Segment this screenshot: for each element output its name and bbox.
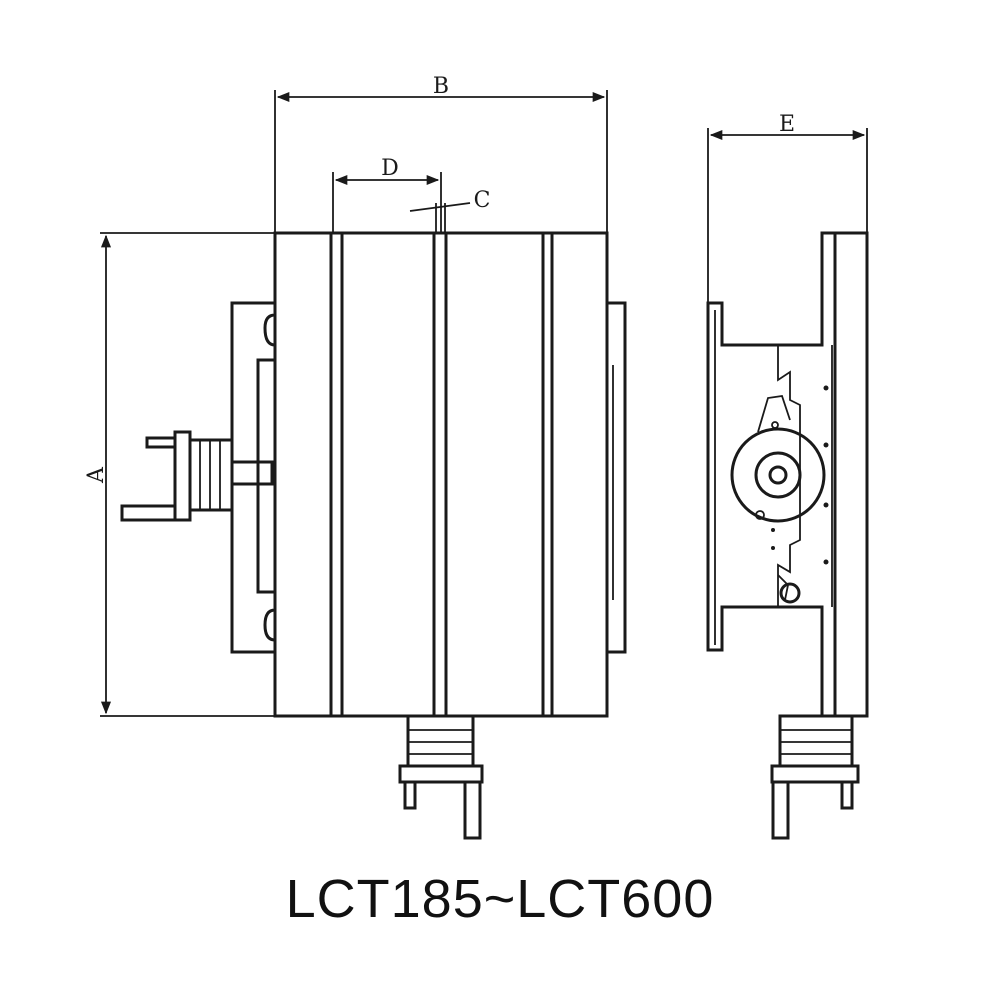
dim-b-label: B bbox=[433, 74, 449, 99]
drum-arm bbox=[757, 395, 791, 433]
left-inner-plate bbox=[256, 358, 277, 594]
mount-hole bbox=[823, 442, 829, 448]
drum-housing bbox=[777, 345, 801, 607]
mount-hole bbox=[771, 528, 775, 532]
mount-hole bbox=[771, 546, 775, 550]
ratchet-pawl bbox=[777, 574, 789, 601]
left-pin-short bbox=[145, 436, 177, 449]
dim-e-label: E bbox=[779, 112, 795, 137]
right-flange bbox=[605, 301, 627, 654]
drum-pivot bbox=[771, 421, 779, 429]
dim-d-label: D bbox=[381, 156, 399, 181]
side-view: E bbox=[706, 112, 869, 840]
side-back-plate bbox=[833, 231, 869, 718]
bottom-pin-long bbox=[463, 780, 482, 840]
left-connector-cap bbox=[173, 430, 192, 522]
side-pin-long bbox=[771, 780, 790, 840]
drum-outer bbox=[730, 427, 826, 523]
bottom-pin-short bbox=[403, 780, 417, 810]
dim-c-line bbox=[409, 202, 471, 212]
mount-hole bbox=[823, 385, 829, 391]
mount-hole bbox=[823, 559, 829, 565]
model-caption: LCT185~LCT600 bbox=[285, 869, 715, 929]
dim-c-label: C bbox=[474, 188, 491, 213]
ratchet-wheel bbox=[779, 582, 801, 604]
side-pin-short bbox=[840, 780, 854, 810]
drum-mid bbox=[754, 451, 802, 499]
left-connector-body bbox=[188, 438, 234, 512]
left-pin-long bbox=[120, 504, 177, 522]
drum-center bbox=[768, 465, 788, 485]
drum-bolt bbox=[755, 510, 765, 520]
side-connector-cap bbox=[770, 764, 860, 784]
bottom-connector-cap bbox=[398, 764, 484, 784]
front-body bbox=[273, 231, 609, 718]
bottom-connector-body bbox=[406, 714, 475, 768]
mount-hole bbox=[823, 502, 829, 508]
left-plate bbox=[230, 301, 277, 654]
front-view: A B D C bbox=[84, 74, 627, 840]
left-connector-shaft bbox=[230, 460, 274, 486]
side-frame bbox=[706, 231, 835, 718]
side-connector-body bbox=[778, 714, 854, 768]
dim-a-label: A bbox=[84, 466, 109, 484]
